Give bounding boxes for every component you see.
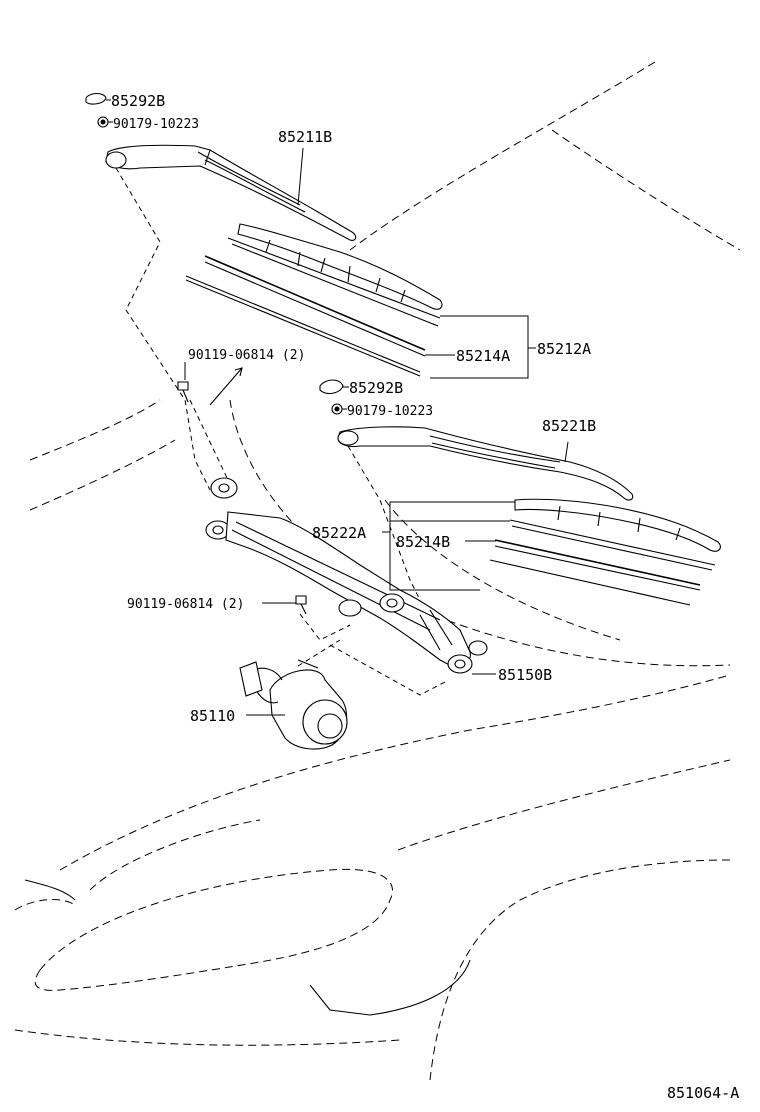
label-link-assy: 85150B [498,666,552,684]
wiper-link-assembly [205,477,488,674]
wiper-motor [239,659,348,750]
label-diagram-id: 851064-A [667,1084,739,1102]
label-rubber-left: 85214A [456,347,510,365]
label-rubber-right: 85214B [396,533,450,551]
label-bolt-lower: 90119-06814 (2) [127,597,244,612]
label-bolt-upper: 90119-06814 (2) [188,348,305,363]
label-arm-left: 85211B [278,128,332,146]
label-blade-assy-left: 85212A [537,340,591,358]
label-motor: 85110 [190,707,235,725]
small-parts [85,92,344,615]
label-arm-right: 85221B [542,417,596,435]
vehicle-outline [14,61,741,1081]
label-cap-top: 85292B [111,92,165,110]
bolt-icon [177,381,189,391]
label-blade-assy-right: 85222A [312,524,366,542]
wiper-blade-right [489,498,721,606]
assembly-guides [115,167,446,696]
leader-lines [106,99,569,716]
wiper-arm-left [105,144,357,241]
wiper-blade-left [185,223,443,377]
label-nut-mid: 90179-10223 [347,404,433,419]
label-nut-top: 90179-10223 [113,117,199,132]
cap-icon [85,92,107,105]
wiper-arm-right [337,426,634,501]
part-labels: 85292B 90179-10223 85211B 85212A 85214A … [111,92,739,1102]
label-cap-mid: 85292B [349,379,403,397]
